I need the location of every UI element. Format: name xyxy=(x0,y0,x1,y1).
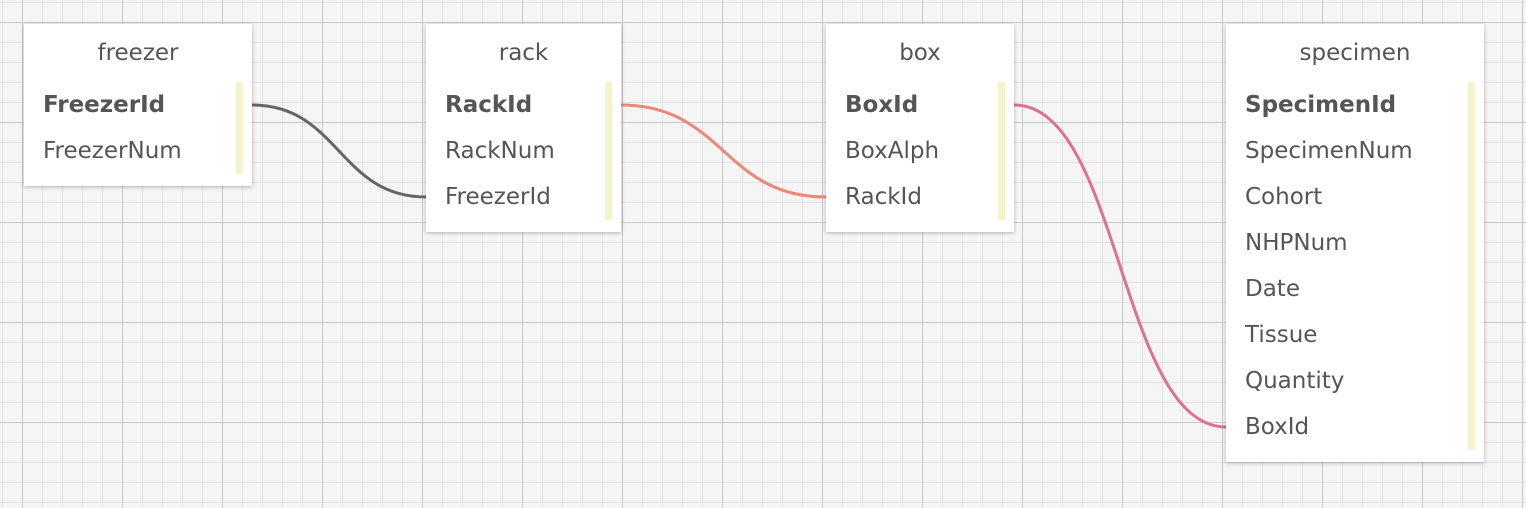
field-boxid[interactable]: BoxId xyxy=(845,92,919,118)
field-specimenid[interactable]: SpecimenId xyxy=(1245,92,1397,118)
field-cohort[interactable]: Cohort xyxy=(1245,184,1323,210)
link-freezer-rack[interactable] xyxy=(250,103,428,199)
field-quantity[interactable]: Quantity xyxy=(1245,368,1345,394)
field-freezernum[interactable]: FreezerNum xyxy=(43,138,182,164)
table-specimen[interactable]: specimen SpecimenId SpecimenNum Cohort N… xyxy=(1226,24,1484,462)
table-freezer[interactable]: freezer FreezerId FreezerNum xyxy=(24,24,252,186)
field-nhpnum[interactable]: NHPNum xyxy=(1245,230,1348,256)
field-freezerid[interactable]: FreezerId xyxy=(445,184,551,210)
field-rackid[interactable]: RackId xyxy=(845,184,922,210)
link-box-specimen[interactable] xyxy=(1012,103,1228,429)
field-tissue[interactable]: Tissue xyxy=(1245,322,1318,348)
field-racknum[interactable]: RackNum xyxy=(445,138,555,164)
scrollbar[interactable] xyxy=(236,82,243,174)
table-box[interactable]: box BoxId BoxAlph RackId xyxy=(826,24,1014,232)
table-title: box xyxy=(899,40,941,66)
table-title: specimen xyxy=(1299,40,1411,66)
field-specimennum[interactable]: SpecimenNum xyxy=(1245,138,1413,164)
table-rack[interactable]: rack RackId RackNum FreezerId xyxy=(426,24,621,232)
scrollbar[interactable] xyxy=(605,82,612,220)
field-rackid[interactable]: RackId xyxy=(445,92,533,118)
table-title: freezer xyxy=(97,40,179,66)
field-boxalph[interactable]: BoxAlph xyxy=(845,138,940,164)
scrollbar[interactable] xyxy=(998,82,1005,220)
table-title: rack xyxy=(498,40,549,66)
field-boxid[interactable]: BoxId xyxy=(1245,414,1310,440)
field-freezerid[interactable]: FreezerId xyxy=(43,92,166,118)
field-date[interactable]: Date xyxy=(1245,276,1300,302)
scrollbar[interactable] xyxy=(1468,82,1475,450)
link-rack-box[interactable] xyxy=(619,103,828,199)
